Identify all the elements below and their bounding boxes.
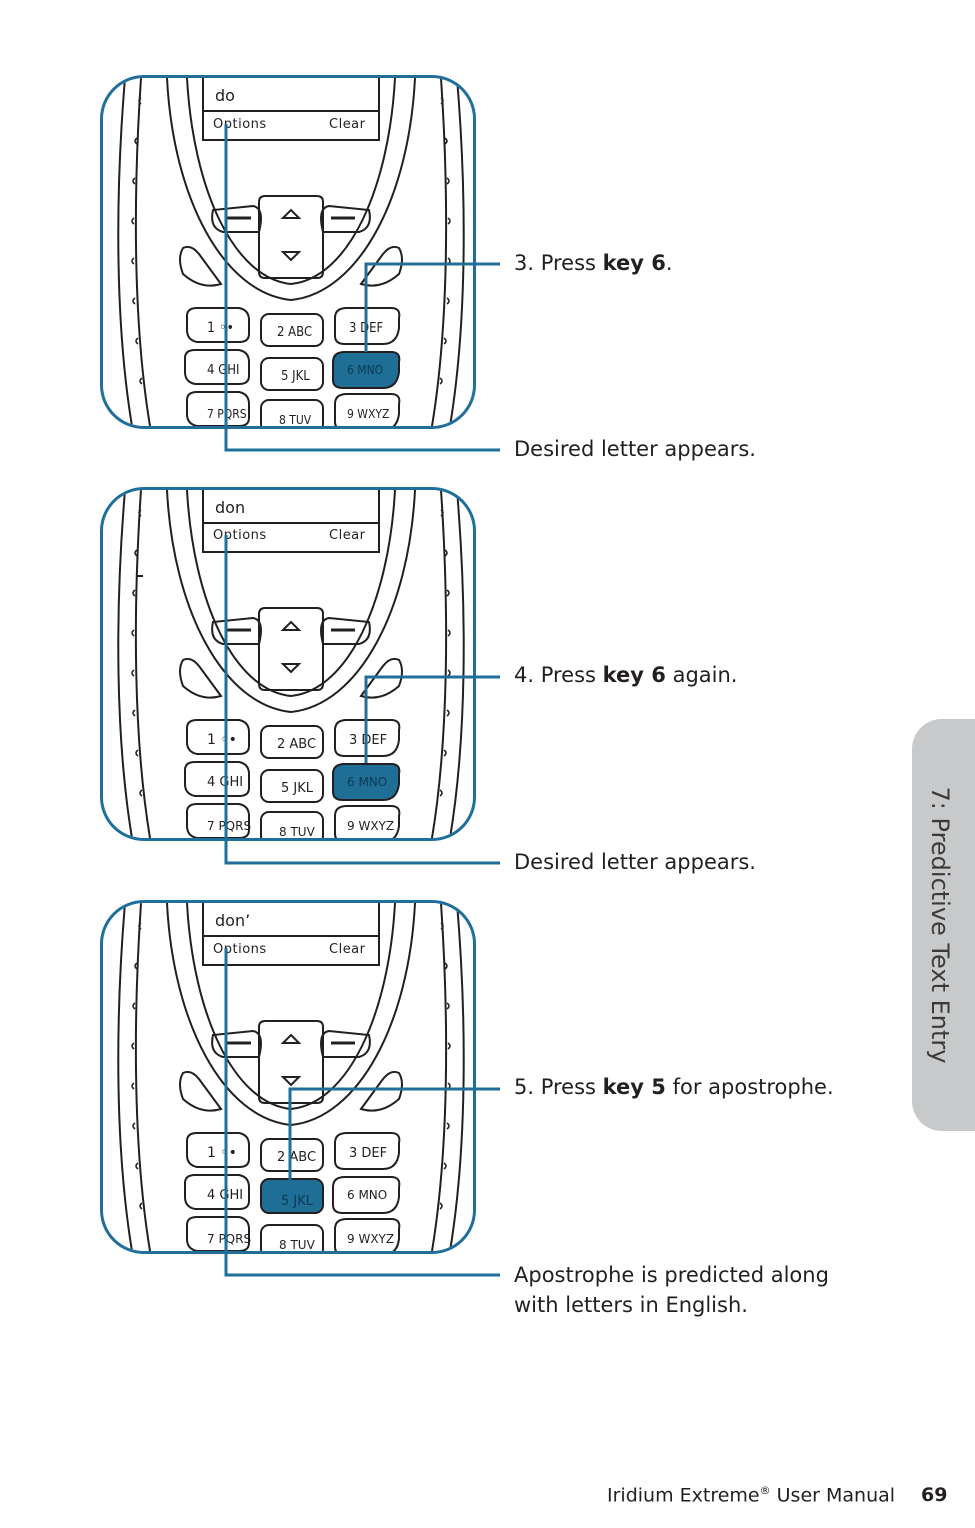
leader-line-step4-note (224, 535, 500, 865)
callout-step5-note: Apostrophe is predicted along with lette… (514, 1260, 829, 1320)
screen-text: don (215, 498, 246, 517)
footer-title-suffix: User Manual (770, 1484, 896, 1507)
key4-label: 4 GHI (207, 363, 239, 378)
phone-illustration-step3: 1 ◦• 2 ABC 3 DEF 4 GHI 5 JKL 6 MNO 7 PQR… (100, 75, 476, 429)
leader-line-step3-note (224, 124, 500, 452)
footer-title-brand: Iridium Extreme (607, 1484, 760, 1507)
clear-softkey-label: Clear (329, 942, 366, 957)
key8-label: 8 TUV (279, 825, 316, 839)
callout-step5-note-line2: with letters in English. (514, 1293, 748, 1317)
key3-label: 3 DEF (349, 1146, 387, 1161)
callout-step3: 3. Press key 6. (514, 251, 673, 275)
callout-step5: 5. Press key 5 for apostrophe. (514, 1075, 834, 1099)
clear-softkey-label: Clear (329, 117, 366, 132)
key8-label: 8 TUV (279, 413, 312, 427)
leader-line-step4 (364, 675, 500, 763)
callout-step4-prefix: 4. Press (514, 663, 603, 687)
key9-label: 9 WXYZ (347, 1232, 394, 1246)
phone-drawing: 1 ◦• 2 ABC 3 DEF 4 GHI 5 JKL 6 MNO 7 PQR… (117, 490, 465, 839)
key7-label: 7 PQRS (207, 1232, 251, 1246)
phone-illustration-step4: 1 ◦• 2 ABC 3 DEF 4 GHI 5 JKL 6 MNO 7 PQR… (100, 487, 476, 841)
phone-drawing: 1 ◦• 2 ABC 3 DEF 4 GHI 5 JKL 6 MNO 7 PQR… (117, 78, 465, 427)
key2-label: 2 ABC (277, 737, 316, 752)
callout-step3-note: Desired letter appears. (514, 437, 756, 461)
leader-line-step3 (364, 262, 500, 352)
phone-illustration-step5: 1 ◦• 2 ABC 3 DEF 4 GHI 5 JKL 6 MNO 7 PQR… (100, 900, 476, 1254)
key1-label: 1 ◦• (207, 732, 237, 748)
chapter-tab-label: 7: Predictive Text Entry (926, 786, 954, 1064)
callout-step5-key: key 5 (602, 1075, 666, 1099)
callout-step5-note-line1: Apostrophe is predicted along (514, 1263, 829, 1287)
screen-text: do (215, 86, 235, 105)
leader-line-step5 (288, 1087, 500, 1196)
key5-label: 5 JKL (281, 1194, 314, 1209)
key1-label: 1 ◦• (207, 1145, 237, 1161)
key3-label: 3 DEF (349, 733, 387, 748)
footer-manual-title: Iridium Extreme® User Manual (607, 1484, 895, 1506)
callout-step5-suffix: for apostrophe. (665, 1075, 834, 1099)
clear-softkey-label: Clear (329, 528, 366, 543)
key6-label: 6 MNO (347, 363, 383, 377)
callout-step5-prefix: 5. Press (514, 1075, 603, 1099)
key7-label: 7 PQRS (207, 819, 251, 833)
key9-label: 9 WXYZ (347, 407, 389, 421)
leader-line-step5-note (224, 948, 500, 1277)
callout-step4: 4. Press key 6 again. (514, 663, 737, 687)
registered-mark: ® (759, 1484, 771, 1497)
key6-label: 6 MNO (347, 775, 387, 789)
key8-label: 8 TUV (279, 1238, 316, 1252)
key9-label: 9 WXYZ (347, 819, 394, 833)
callout-step3-key: key 6 (602, 251, 666, 275)
key6-label: 6 MNO (347, 1188, 387, 1202)
page-number: 69 (921, 1484, 948, 1506)
callout-step4-suffix: again. (665, 663, 738, 687)
key5-label: 5 JKL (281, 369, 310, 384)
key2-label: 2 ABC (277, 1150, 316, 1165)
callout-step4-note: Desired letter appears. (514, 850, 756, 874)
screen-text: don’ (215, 911, 251, 930)
chapter-tab (912, 719, 975, 1131)
callout-step4-key: key 6 (602, 663, 666, 687)
callout-step3-prefix: 3. Press (514, 251, 603, 275)
key5-label: 5 JKL (281, 781, 314, 796)
callout-step3-suffix: . (665, 251, 673, 275)
key2-label: 2 ABC (277, 325, 312, 340)
